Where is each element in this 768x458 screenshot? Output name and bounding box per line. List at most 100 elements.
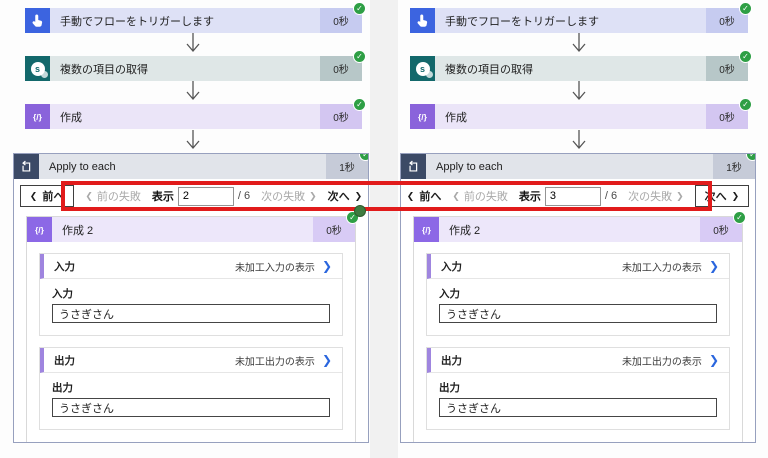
inputs-section-header: 入力 未加工入力の表示 ❯ (427, 254, 729, 279)
inputs-section: 入力 未加工入力の表示 ❯ 入力 うさぎさん (426, 253, 730, 336)
sharepoint-icon: s (410, 56, 435, 81)
step-get-items[interactable]: s 複数の項目の取得 0秒 ✓ (410, 50, 752, 81)
compose2-header[interactable]: {/} 作成 2 0秒 ✓ (27, 211, 359, 242)
down-arrow-icon (185, 81, 201, 104)
inputs-section-header: 入力 未加工入力の表示 ❯ (40, 254, 342, 279)
step-manual-trigger[interactable]: 手動でフローをトリガーします 0秒 ✓ (25, 2, 366, 33)
input-field-label: 入力 (439, 288, 460, 300)
loop-icon (401, 154, 426, 179)
chevron-right-icon: ❯ (676, 190, 684, 201)
compose-icon: {/} (410, 104, 435, 129)
duration-badge: 0秒 (706, 104, 748, 129)
step-label: 複数の項目の取得 (50, 56, 320, 81)
show-raw-outputs-link[interactable]: 未加工出力の表示 ❯ (621, 353, 719, 368)
outputs-section: 出力 未加工出力の表示 ❯ 出力 うさぎさん (39, 347, 343, 430)
apply-to-each-header[interactable]: Apply to each 1秒 ✓ (401, 154, 755, 179)
next-button[interactable]: 次へ ❯ (327, 190, 363, 204)
chevron-left-icon: ❮ (29, 190, 38, 201)
success-check-icon: ✓ (739, 98, 752, 111)
flow-pane-right: 手動でフローをトリガーします 0秒 ✓ s 複数の項目の取得 0秒 ✓ {/} … (398, 0, 760, 458)
success-check-icon: ✓ (733, 211, 746, 224)
show-raw-outputs-link[interactable]: 未加工出力の表示 ❯ (234, 353, 332, 368)
display-label: 表示 (518, 191, 541, 203)
compose2-header[interactable]: {/} 作成 2 0秒 ✓ (414, 211, 746, 242)
chevron-right-icon: ❯ (321, 353, 332, 367)
page-total: / 6 (604, 190, 618, 202)
down-arrow-icon (185, 130, 201, 153)
chevron-right-icon: ❯ (708, 259, 719, 273)
page-selector: 表示 / 6 (518, 186, 618, 206)
success-check-icon: ✓ (739, 2, 752, 15)
output-value-box: うさぎさん (52, 398, 330, 417)
step-compose[interactable]: {/} 作成 0秒 ✓ (410, 98, 752, 129)
apply-to-each-card: Apply to each 1秒 ✓ ❮ 前へ ❮ 前の失敗 表示 / 6 次の… (400, 153, 756, 443)
chevron-right-icon: ❯ (731, 190, 740, 201)
compose-icon: {/} (27, 217, 52, 242)
success-check-icon: ✓ (359, 154, 368, 161)
outputs-section-body: 出力 うさぎさん (427, 373, 729, 429)
flow-pane-left: 手動でフローをトリガーします 0秒 ✓ s 複数の項目の取得 0秒 ✓ {/} … (0, 0, 370, 458)
section-title: 入力 (54, 260, 75, 273)
panel-gutter (370, 0, 398, 458)
step-get-items[interactable]: s 複数の項目の取得 0秒 ✓ (25, 50, 366, 81)
step-label: 作成 (50, 104, 320, 129)
next-failure-button[interactable]: 次の失敗 ❯ (628, 190, 684, 204)
output-field-label: 出力 (52, 382, 73, 394)
page-total: / 6 (237, 190, 251, 202)
chevron-right-icon: ❯ (708, 353, 719, 367)
down-arrow-icon (571, 33, 587, 56)
outputs-section-header: 出力 未加工出力の表示 ❯ (427, 348, 729, 373)
loop-title: Apply to each (39, 154, 326, 179)
manual-trigger-icon (25, 8, 50, 33)
prev-button[interactable]: ❮ 前へ (406, 190, 442, 204)
compose2-title: 作成 2 (439, 217, 700, 242)
page-selector: 表示 / 6 (151, 186, 251, 206)
chevron-right-icon: ❯ (309, 190, 317, 201)
outputs-section-header: 出力 未加工出力の表示 ❯ (40, 348, 342, 373)
outputs-section: 出力 未加工出力の表示 ❯ 出力 うさぎさん (426, 347, 730, 430)
success-check-icon: ✓ (353, 50, 366, 63)
input-field-label: 入力 (52, 288, 73, 300)
display-label: 表示 (151, 191, 174, 203)
step-manual-trigger[interactable]: 手動でフローをトリガーします 0秒 ✓ (410, 2, 752, 33)
section-title: 入力 (441, 260, 462, 273)
success-check-icon: ✓ (353, 2, 366, 15)
inputs-section: 入力 未加工入力の表示 ❯ 入力 うさぎさん (39, 253, 343, 336)
success-check-icon: ✓ (353, 98, 366, 111)
output-value-box: うさぎさん (439, 398, 717, 417)
show-raw-inputs-link[interactable]: 未加工入力の表示 ❯ (234, 259, 332, 274)
compose2-title: 作成 2 (52, 217, 313, 242)
success-check-icon: ✓ (739, 50, 752, 63)
step-label: 作成 (435, 104, 706, 129)
chevron-right-icon: ❯ (321, 259, 332, 273)
loop-title: Apply to each (426, 154, 713, 179)
compose2-card: {/} 作成 2 0秒 ✓ 入力 未加工入力の表示 ❯ 入力 うさぎさん (413, 211, 746, 442)
chevron-right-icon: ❯ (354, 190, 363, 201)
show-raw-inputs-link[interactable]: 未加工入力の表示 ❯ (621, 259, 719, 274)
down-arrow-icon (185, 33, 201, 56)
manual-trigger-icon (410, 8, 435, 33)
inputs-section-body: 入力 うさぎさん (427, 279, 729, 335)
next-button[interactable]: 次へ ❯ (694, 185, 750, 207)
section-title: 出力 (54, 354, 75, 367)
pagination-bar: ❮ 前へ ❮ 前の失敗 表示 / 6 次の失敗 ❯ 次へ ❯ (401, 179, 755, 213)
compose2-card: {/} 作成 2 0秒 ✓ 入力 未加工入力の表示 ❯ 入力 うさぎさん (26, 211, 359, 442)
chevron-left-icon: ❮ (85, 190, 93, 201)
compose-icon: {/} (25, 104, 50, 129)
prev-failure-button[interactable]: ❮ 前の失敗 (85, 190, 141, 204)
prev-button[interactable]: ❮ 前へ (19, 185, 75, 207)
step-label: 手動でフローをトリガーします (435, 8, 706, 33)
page-input[interactable] (544, 186, 601, 206)
page-input[interactable] (177, 186, 234, 206)
pagination-bar: ❮ 前へ ❮ 前の失敗 表示 / 6 次の失敗 ❯ 次へ ❯ (14, 179, 368, 213)
next-failure-button[interactable]: 次の失敗 ❯ (261, 190, 317, 204)
apply-to-each-card: Apply to each 1秒 ✓ ❮ 前へ ❮ 前の失敗 表示 / 6 次の… (13, 153, 369, 443)
prev-failure-button[interactable]: ❮ 前の失敗 (452, 190, 508, 204)
sharepoint-icon: s (25, 56, 50, 81)
apply-to-each-header[interactable]: Apply to each 1秒 ✓ (14, 154, 368, 179)
loop-icon (14, 154, 39, 179)
step-compose[interactable]: {/} 作成 0秒 ✓ (25, 98, 366, 129)
success-check-icon: ✓ (746, 154, 755, 161)
down-arrow-icon (571, 130, 587, 153)
chevron-left-icon: ❮ (452, 190, 460, 201)
